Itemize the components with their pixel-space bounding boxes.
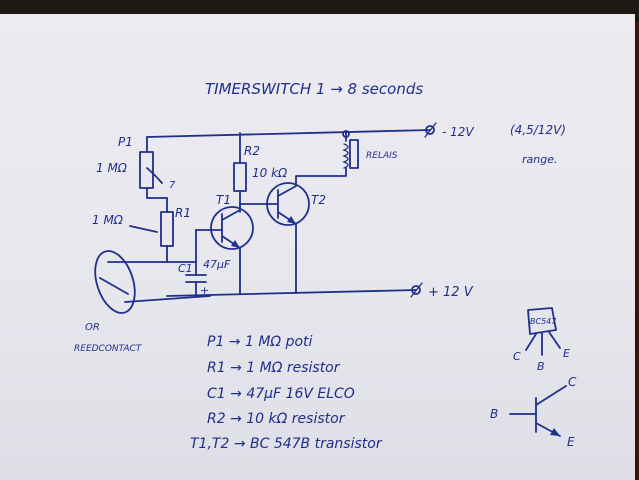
paper-sheet: [0, 14, 635, 480]
r1-value: 1 MΩ: [92, 213, 124, 227]
pinout-diagram: BC547 C B E: [513, 307, 570, 373]
t1-to-t2-wire: [239, 203, 278, 211]
r2-label: R2: [244, 144, 260, 158]
supply-negative-label: - 12V: [442, 125, 474, 139]
parts-list: P1 → 1 MΩ poti R1 → 1 MΩ resistor C1 → 4…: [190, 334, 383, 452]
symbol-b-label: B: [490, 407, 498, 421]
symbol-emitter-arrow: [550, 428, 560, 436]
range-note-line1: (4,5/12V): [510, 123, 566, 137]
terminal-slash: [424, 122, 437, 138]
p1-value: 1 MΩ: [96, 161, 128, 175]
positive-terminal: [411, 285, 421, 295]
reed-switch-blade: [99, 277, 129, 295]
transistor-t1: [210, 206, 254, 250]
supply-positive-label: + 12 V: [428, 285, 474, 300]
relay-coil: [349, 139, 359, 169]
negative-rail-wire: [146, 129, 431, 138]
c1-label: C1: [178, 262, 193, 275]
positive-rail-wire: [166, 289, 417, 297]
reed-label-or: OR: [85, 322, 100, 333]
p1-potentiometer: [139, 151, 154, 189]
transistor-package: [527, 307, 557, 335]
t2-label: T2: [311, 193, 326, 207]
reed-contact: [94, 250, 136, 314]
symbol-c-label: C: [568, 375, 577, 389]
t1-label: T1: [216, 193, 231, 207]
reed-label-name: REEDCONTACT: [74, 344, 143, 354]
parts-list-r1: R1 → 1 MΩ resistor: [207, 360, 341, 376]
resistor-r2: [233, 162, 247, 192]
title: TIMERSWITCH 1 → 8 seconds: [205, 80, 423, 98]
pin-c-label: C: [513, 350, 521, 363]
parts-list-transistors: T1,T2 → BC 547B transistor: [190, 436, 383, 452]
relay-top-dot: [342, 130, 350, 138]
t2-collector-wire: [295, 167, 347, 187]
p1-wiper-mark: 7: [169, 180, 176, 191]
transistor-symbol: B C E: [490, 375, 577, 449]
pin-e: [548, 331, 561, 349]
parts-list-p1: P1 → 1 MΩ poti: [207, 334, 313, 350]
parts-list-r2: R2 → 10 kΩ resistor: [207, 411, 346, 427]
p1-wiper-arrow: [146, 167, 163, 184]
relay-label: RELAIS: [366, 151, 398, 161]
c1-plus: +: [200, 284, 209, 297]
pin-e-label: E: [563, 347, 570, 360]
symbol-e-label: E: [567, 435, 575, 449]
c1-value: 47μF: [203, 258, 231, 271]
t2-emitter-arrow: [287, 216, 296, 224]
t1-collector: [221, 209, 241, 221]
negative-terminal: [425, 125, 435, 135]
terminal-slash-positive: [410, 282, 423, 298]
parts-list-c1: C1 → 47μF 16V ELCO: [207, 386, 355, 402]
p1-label: P1: [118, 135, 133, 149]
relay-winding: [342, 143, 349, 169]
package-label: BC547: [530, 317, 557, 326]
p1-bottom-wire: [146, 187, 168, 199]
t2-collector: [277, 185, 297, 197]
r1-arrow: [129, 225, 158, 233]
resistor-r1: [160, 211, 174, 247]
pin-b-label: B: [537, 360, 545, 373]
r2-value: 10 kΩ: [252, 166, 288, 180]
t1-emitter-arrow: [231, 240, 240, 248]
range-note-line2: range.: [522, 153, 557, 166]
reed-bottom-wire: [124, 295, 211, 303]
r1-label: R1: [175, 206, 191, 220]
pin-c: [525, 333, 537, 351]
symbol-collector: [535, 385, 567, 406]
transistor-t2: [266, 182, 310, 226]
